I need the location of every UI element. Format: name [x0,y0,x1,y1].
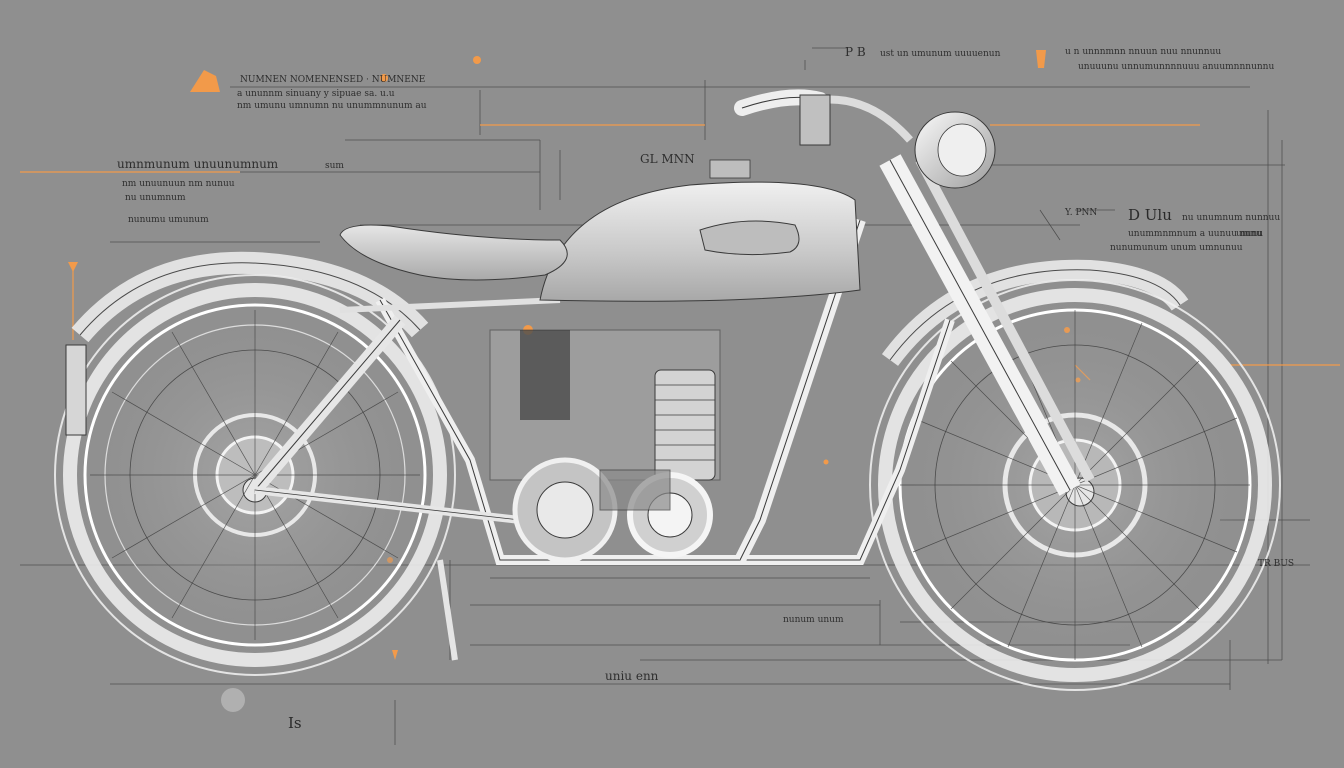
frame [249,218,955,565]
kickstand [221,559,458,712]
seat [339,224,568,281]
accent-lines [20,124,1340,381]
label-top-left-1: NUMNEN NOMENENSED · NUMNENE [240,75,425,85]
label-bottom-right: nunum unum [783,615,844,625]
label-left-mid-3: nu unumnum [125,193,186,203]
label-left-mid-2: nm unuunuun nm nunuu [122,179,235,189]
label-bottom-code: Is [288,714,302,732]
rear-wheel-spokes [90,310,420,640]
label-right-small: umnu [1236,229,1262,239]
label-tank: GL MNN [640,152,695,166]
handlebar [734,89,913,146]
label-top-left-3: nm umunu umnumn nu unummnunum au [237,101,427,111]
engine [489,329,721,563]
label-top-left-2: a ununnm sinuany y sipuae sa. u.u [237,89,395,99]
label-top-right-2: unuuunu unnumunnnnuuu anuumnnnunnu [1078,62,1274,72]
label-right-code: Y. PNN [1064,208,1097,218]
label-right-2: unummnmnum a uunuu nunu [1128,229,1263,239]
label-top-center-title: P B [845,45,866,59]
label-left-mid-4: nunumu umunum [128,215,209,225]
label-top-right-1: u n unnnmnn nnuun nuu nnunnuu [1065,47,1221,57]
headlight [914,111,996,189]
fuel-tank [539,159,861,302]
label-right-1: nu unumnum nunnuu [1182,213,1280,223]
label-right-3: nunumunum unum umnunuu [1110,243,1243,253]
label-right-title: D Ulu [1128,206,1172,224]
label-bottom-center: uniu enn [605,669,659,683]
label-wheel-code: TR BUS [1258,559,1294,569]
label-left-mid-code: sum [325,161,344,171]
label-left-mid-1: umnmunum unuunumnum [117,157,279,171]
label-top-center: ust un umunum uuuuenun [880,49,1001,59]
front-fork [879,154,1095,496]
annotations: NUMNEN NOMENENSED · NUMNENE a ununnm sin… [117,45,1294,732]
